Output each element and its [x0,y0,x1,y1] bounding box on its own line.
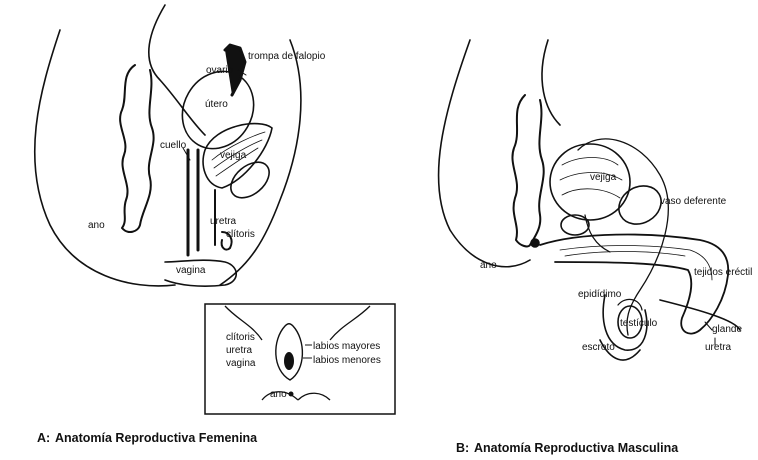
female-inset: clítoris uretra vagina labios mayores la… [205,304,395,414]
label-testiculo: testículo [620,318,658,329]
label-epididimo: epidídimo [578,289,622,300]
label-ano-m: ano [480,260,497,271]
label-cuello: cuello [160,140,187,151]
female-caption: Anatomía Reproductiva Femenina [55,431,258,445]
label-utero: útero [205,99,228,110]
female-pubic-bone [224,155,276,205]
male-vas-deferens [578,139,668,335]
female-body-outline [35,30,175,286]
female-caption-letter: A: [37,431,50,445]
label-vagina: vagina [176,265,206,276]
inset-label-labios-menores: labios menores [313,355,381,366]
label-tejidos-erectiles: tejidos eréctil [694,267,752,278]
leader-glande [705,322,712,330]
female-front-outline [149,5,205,135]
inset-vagina-opening [284,352,294,370]
female-vaginal-canal [188,150,198,255]
label-escroto: escroto [582,342,615,353]
female-rectum [120,65,154,232]
male-rectum [512,95,543,246]
male-caption-letter: B: [456,441,469,455]
label-glande: glande [712,324,742,335]
label-trompa: trompa de falopio [248,51,326,62]
female-labels: trompa de falopio ovario útero cuello ve… [88,51,326,276]
inset-anus [289,392,294,397]
label-ovario: ovario [206,65,234,76]
label-uretra: uretra [210,216,237,227]
male-prostate-dot [531,239,539,247]
male-front-outline [542,40,560,125]
inset-label-uretra: uretra [226,345,253,356]
label-vaso-deferente: vaso deferente [660,196,727,207]
label-ano: ano [88,220,105,231]
label-vejiga: vejiga [220,150,247,161]
label-vejiga-m: vejiga [590,172,617,183]
inset-label-labios-mayores: labios mayores [313,341,380,352]
label-clitoris: clítoris [226,229,255,240]
inset-label-vagina: vagina [226,358,256,369]
label-uretra-m: uretra [705,342,732,353]
male-caption: Anatomía Reproductiva Masculina [474,441,679,455]
inset-label-clitoris: clítoris [226,332,255,343]
inset-label-ano: ano [270,389,287,400]
